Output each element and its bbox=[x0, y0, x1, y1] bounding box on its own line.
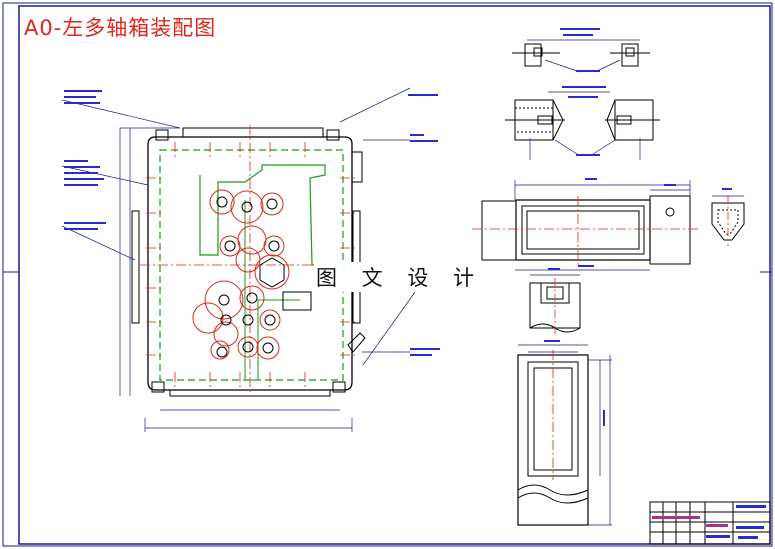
left-side-plate bbox=[131, 210, 140, 324]
top-cover bbox=[182, 127, 324, 138]
leader-notes bbox=[64, 90, 440, 356]
side-view bbox=[472, 178, 700, 271]
detail-view-section bbox=[505, 86, 660, 160]
corner-boss-tr bbox=[326, 129, 340, 141]
oil-gauge bbox=[347, 332, 366, 353]
centerlines bbox=[140, 125, 362, 395]
oil-pipe-2 bbox=[244, 200, 300, 381]
dimension-lines bbox=[61, 87, 416, 432]
detail-view-top bbox=[512, 28, 650, 73]
shaft-bores bbox=[216, 196, 280, 358]
gear-train bbox=[192, 189, 290, 360]
oil-pipe bbox=[199, 164, 350, 266]
profile-detail bbox=[711, 188, 745, 246]
inner-border bbox=[18, 5, 771, 545]
drawing-title: A0-左多轴箱装配图 bbox=[24, 16, 217, 40]
section-view bbox=[517, 268, 612, 526]
title-block bbox=[649, 501, 771, 545]
watermark-text: 图 文 设 计 bbox=[314, 262, 486, 292]
corner-boss-bl bbox=[151, 381, 165, 393]
pump-block bbox=[282, 291, 312, 311]
right-flange bbox=[351, 151, 363, 183]
box-outline bbox=[147, 136, 353, 391]
hex-nut bbox=[259, 257, 285, 288]
main-view bbox=[61, 87, 440, 432]
corner-boss-tl bbox=[155, 129, 169, 141]
corner-boss-br bbox=[332, 381, 346, 393]
